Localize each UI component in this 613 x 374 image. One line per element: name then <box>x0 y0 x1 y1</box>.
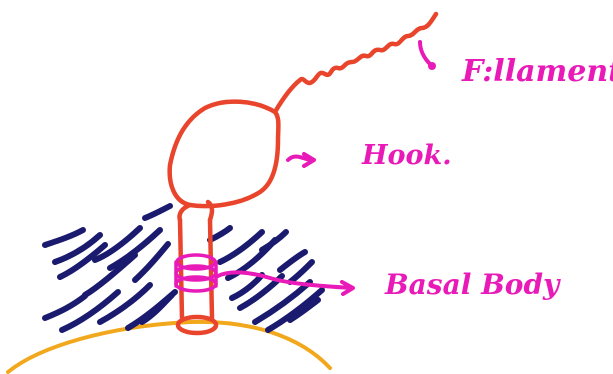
hook-arrow <box>288 154 314 166</box>
rod-base <box>178 317 216 333</box>
filament-wave <box>275 14 436 112</box>
cell-surface-curve <box>8 322 330 372</box>
hook-shape <box>170 102 279 206</box>
filament-pointer <box>420 42 430 64</box>
filament-pointer-dot <box>428 62 436 70</box>
filament-label: F:llament <box>462 54 613 89</box>
hook-label: Hook. <box>362 140 452 171</box>
basal-body-label: Basal Body <box>385 268 559 301</box>
